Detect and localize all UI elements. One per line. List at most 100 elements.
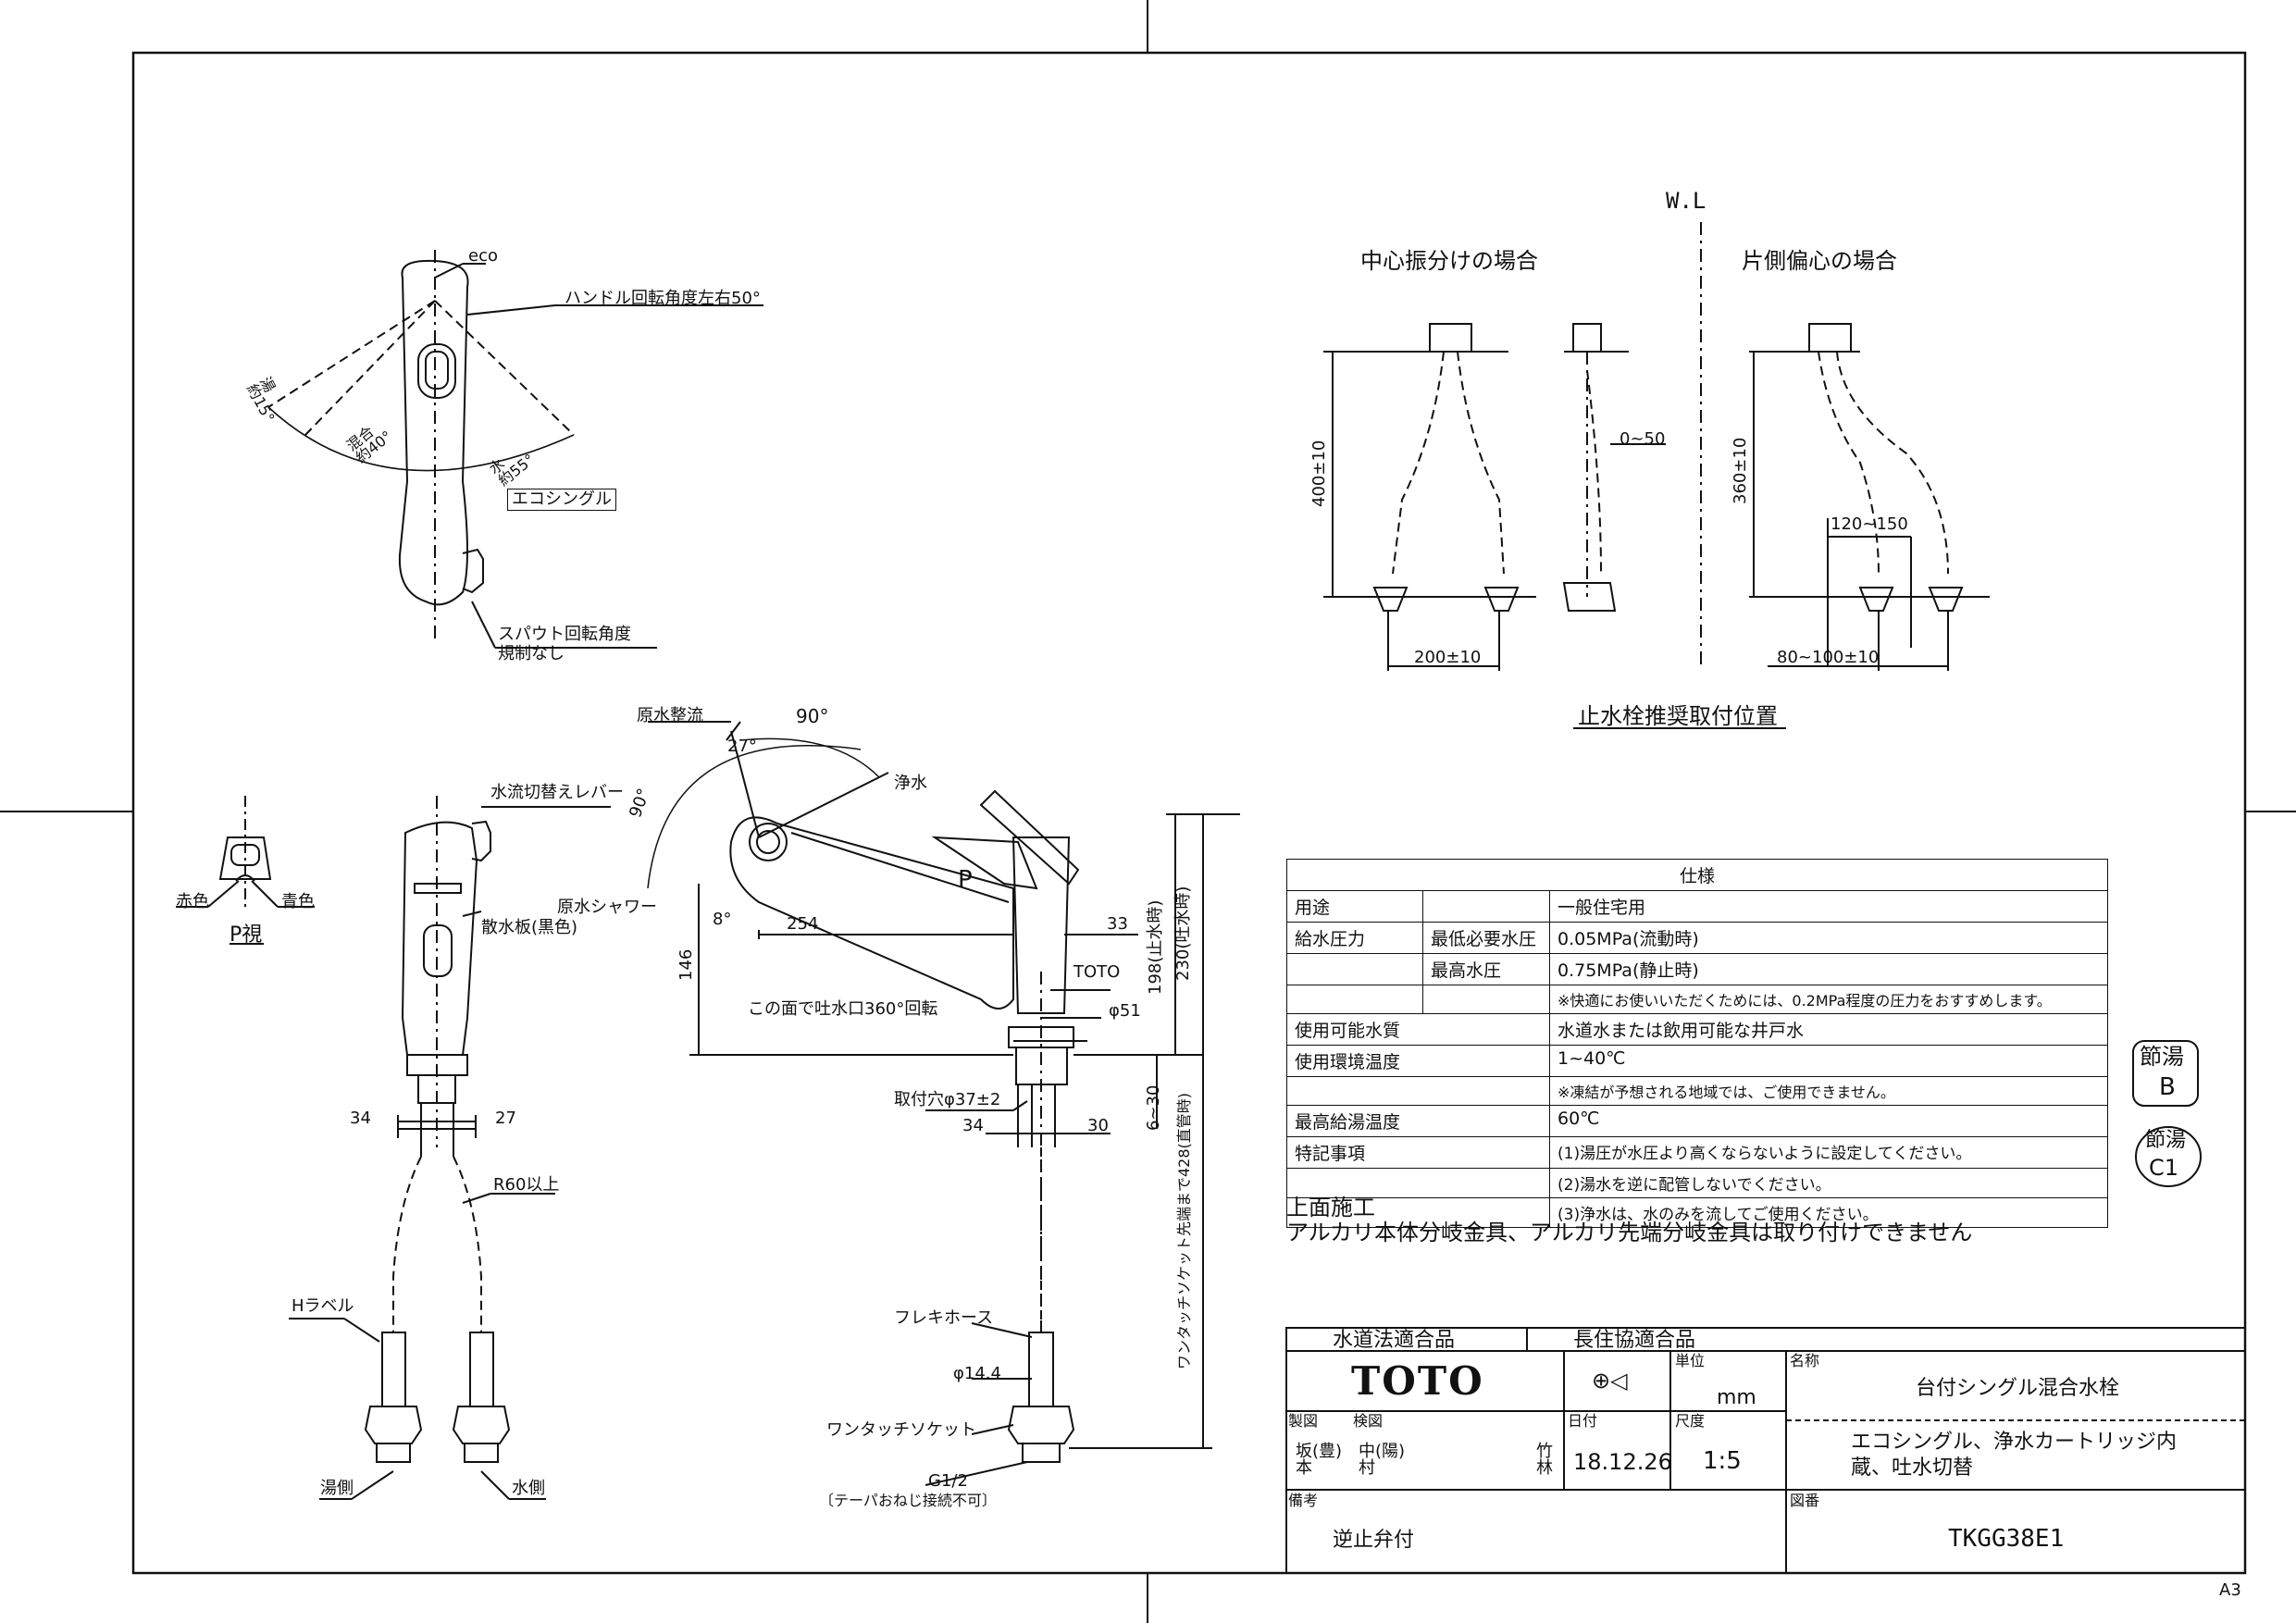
dim-230: 230(吐水時)	[1173, 886, 1193, 981]
raw-shower-label: 原水シャワー	[557, 898, 657, 917]
badge-c1-top: 節湯	[2145, 1129, 2187, 1152]
checked-by-1: 中(陽) 村	[1359, 1442, 1406, 1478]
unit-label: 単位	[1675, 1352, 1706, 1369]
handle-angle-label: ハンドル回転角度左右50°	[565, 289, 761, 308]
angle-27: 27°	[727, 737, 757, 756]
drawing-border	[131, 51, 2247, 1575]
spec-value: (1)湯圧が水圧より高くならないように設定してください。	[1549, 1136, 2108, 1169]
checked-label: 検図	[1353, 1412, 1384, 1430]
spec-value: 60℃	[1549, 1105, 2108, 1137]
dim-360: 360±10	[1731, 437, 1750, 504]
spec-key: 給水圧力	[1286, 922, 1423, 954]
spec-key: 最高給湯温度	[1286, 1105, 1550, 1137]
dim-400: 400±10	[1309, 440, 1329, 507]
side-view	[289, 796, 611, 1500]
unit-value: mm	[1717, 1386, 1756, 1409]
no-limit-label: 規制なし	[498, 644, 565, 663]
cold-side-label: 水側	[512, 1479, 545, 1498]
dia-51: φ51	[1109, 1001, 1141, 1021]
red-color-label: 赤色	[176, 892, 209, 911]
alkali-note: アルカリ本体分岐金具、アルカリ先端分岐金具は取り付けできません	[1286, 1220, 1973, 1245]
remarks-value: 逆止弁付	[1333, 1529, 1415, 1552]
spec-key: 用途	[1286, 890, 1423, 923]
eco-single-box: エコシングル	[507, 489, 616, 511]
remarks-label: 備考	[1288, 1492, 1319, 1509]
dia-14-label: φ14.4	[953, 1364, 1001, 1383]
blue-color-label: 青色	[281, 892, 315, 911]
badge-b-top: 節湯	[2140, 1044, 2184, 1070]
spec-key	[1286, 953, 1423, 985]
spec-subkey: 最低必要水圧	[1422, 922, 1550, 954]
dim-30-main: 30	[1087, 1116, 1109, 1135]
spec-value: 0.75MPa(静止時)	[1549, 953, 2108, 985]
p-view-label: P視	[230, 923, 263, 947]
drawn-label: 製図	[1288, 1412, 1319, 1430]
scale-label: 尺度	[1675, 1412, 1706, 1430]
wl-label: W.L	[1666, 188, 1706, 214]
spec-value: 水道水または飲用可能な井戸水	[1549, 1013, 2108, 1046]
side-title: 片側偏心の場合	[1742, 248, 1897, 274]
product-desc-1: エコシングル、浄水カートリッジ内	[1851, 1431, 2178, 1454]
switch-lever-label: 水流切替えレバー	[490, 783, 624, 802]
spec-key	[1286, 1197, 1550, 1228]
drawing-number: TKGG38E1	[1948, 1525, 2065, 1553]
dim-33: 33	[1107, 914, 1128, 934]
spec-key	[1286, 985, 1423, 1014]
spec-title: 仕様	[1286, 859, 2108, 891]
h-label: Hラベル	[292, 1296, 354, 1316]
angle-90-top: 90°	[796, 705, 829, 727]
spec-subkey	[1422, 890, 1550, 923]
checked-by-2: 竹 林	[1536, 1442, 1553, 1478]
spec-key	[1286, 1168, 1550, 1198]
spec-subkey: 最高水圧	[1422, 953, 1550, 985]
mount-hole-label: 取付穴φ37±2	[894, 1090, 1001, 1109]
choju-label: 長住協適合品	[1573, 1329, 1696, 1352]
spec-value: ※凍結が予想される地域では、ご使用できません。	[1549, 1076, 2108, 1106]
projection-symbol-icon: ⊕◁	[1592, 1368, 1628, 1394]
product-desc-2: 蔵、吐水切替	[1851, 1456, 1974, 1480]
spec-value: ※快適にお使いいただくためには、0.2MPa程度の圧力をおすすめします。	[1549, 985, 2108, 1014]
badge-c1-bottom: C1	[2149, 1155, 2179, 1181]
faucet-top-view	[267, 250, 763, 649]
dim-198: 198(止水時)	[1146, 899, 1165, 995]
date-value: 18.12.26	[1573, 1449, 1672, 1475]
water-law-label: 水道法適合品	[1333, 1329, 1456, 1352]
stop-valve-diagrams	[1323, 222, 1990, 729]
name-label: 名称	[1790, 1352, 1820, 1369]
title-block-lines	[1285, 1327, 2246, 1574]
r60-label: R60以上	[493, 1175, 560, 1195]
date-label: 日付	[1568, 1412, 1598, 1430]
p-view	[176, 796, 315, 945]
rotate-note: この面で吐水口360°回転	[748, 999, 938, 1019]
dim-80-100: 80~100±10	[1777, 648, 1880, 667]
drawing-no-label: 図番	[1790, 1492, 1820, 1509]
spec-value: 1~40℃	[1549, 1045, 2108, 1077]
spec-value: (3)浄水は、水のみを流してご使用ください。	[1549, 1197, 2108, 1228]
badge-b	[2132, 1040, 2199, 1107]
raw-stream-label: 原水整流	[637, 706, 703, 725]
spec-table: 仕様 用途 一般住宅用 給水圧力 最低必要水圧 0.05MPa(流動時) 最高水…	[1286, 859, 2108, 1228]
dim-0-50: 0~50	[1620, 429, 1666, 449]
toto-logo: TOTO	[1351, 1358, 1484, 1404]
flex-hose-label: フレキホース	[894, 1308, 994, 1328]
scale-value: 1:5	[1703, 1447, 1742, 1475]
spec-value: 0.05MPa(流動時)	[1549, 922, 2108, 954]
toto-mark: TOTO	[1074, 962, 1121, 982]
spec-subkey	[1422, 985, 1550, 1014]
dim-34-main: 34	[962, 1116, 984, 1135]
drawn-by: 坂(豊) 本	[1296, 1442, 1343, 1478]
dim-34-side: 34	[350, 1109, 371, 1128]
dim-254: 254	[787, 914, 819, 934]
purified-label: 浄水	[894, 774, 927, 793]
badge-b-bottom: B	[2159, 1073, 2176, 1101]
sheet-size: A3	[2219, 1580, 2241, 1600]
badge-c1	[2135, 1126, 2202, 1187]
hot-side-label: 湯側	[320, 1479, 354, 1498]
eco-label: eco	[468, 246, 498, 266]
dim-428: ワンタッチソケット先端まで428(直管時)	[1175, 1092, 1193, 1369]
taper-note: 〔テーパおねじ接続不可〕	[819, 1492, 997, 1509]
angle-8: 8°	[713, 910, 732, 929]
spout-rotation-label: スパウト回転角度	[498, 625, 631, 644]
main-faucet-view	[647, 721, 1240, 1486]
